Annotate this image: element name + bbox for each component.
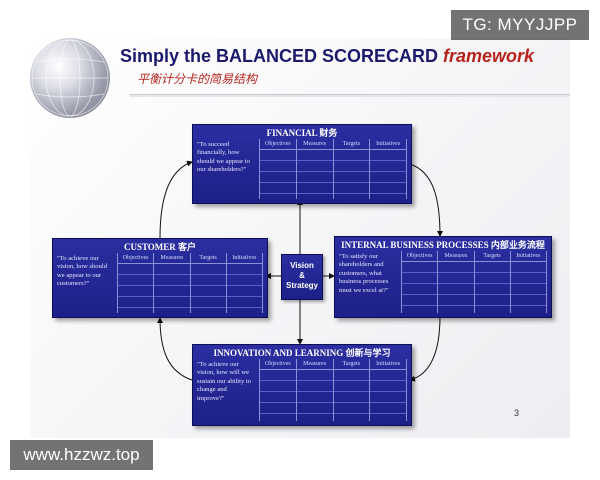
grid-column: Measures: [437, 251, 474, 313]
page-title: Simply the BALANCED SCORECARD framework: [120, 46, 535, 66]
column-header: Targets: [333, 139, 370, 150]
column-header: Initiatives: [226, 253, 262, 264]
financial-title: FINANCIAL 财务: [266, 128, 338, 138]
arc-financial-internal: [409, 163, 443, 237]
financial-question: "To succeed financially, how should we a…: [197, 141, 250, 174]
column-header: Initiatives: [370, 139, 406, 150]
column-header: Initiatives: [370, 359, 406, 370]
grid-column: Measures: [153, 253, 190, 313]
internal-process-grid: Objectives Measures Targets Initiatives: [401, 251, 547, 313]
column-header: Objectives: [118, 253, 154, 264]
page-number: 3: [514, 408, 520, 418]
strategy-label: Strategy: [285, 281, 318, 290]
grid-column: Initiatives: [369, 359, 407, 421]
grid-column: Targets: [332, 359, 370, 421]
internal-process-box: INTERNAL BUSINESS PROCESSES 内部业务流程 "To s…: [334, 236, 552, 318]
column-header: Targets: [474, 251, 510, 262]
arc-internal-learning: [409, 315, 441, 382]
column-header: Objectives: [260, 359, 296, 370]
grid-column: Measures: [295, 139, 333, 199]
column-header: Targets: [333, 359, 370, 370]
grid-column: Objectives: [117, 253, 154, 313]
financial-box: FINANCIAL 财务 "To succeed financially, ho…: [192, 124, 412, 204]
grid-column: Objectives: [259, 359, 296, 421]
grid-column: Initiatives: [369, 139, 407, 199]
grid-column: Initiatives: [225, 253, 263, 313]
learning-question: "To achieve our vision, how will we sust…: [197, 361, 252, 402]
customer-box: CUSTOMER 客户 "To achieve our vision, how …: [52, 238, 268, 318]
column-header: Measures: [154, 253, 190, 264]
grid-column: Initiatives: [509, 251, 547, 313]
arc-customer-financial: [159, 160, 193, 239]
internal-process-title: INTERNAL BUSINESS PROCESSES 内部业务流程: [341, 240, 545, 250]
grid-column: Targets: [332, 139, 370, 199]
learning-title: INNOVATION AND LEARNING 创新与学习: [213, 348, 391, 358]
customer-grid: Objectives Measures Targets Initiatives: [117, 253, 263, 313]
grid-column: Targets: [473, 251, 510, 313]
financial-grid: Objectives Measures Targets Initiatives: [259, 139, 407, 199]
customer-title: CUSTOMER 客户: [123, 242, 197, 252]
ampersand-label: &: [299, 271, 305, 280]
watermark-tg: TG: MYYJJPP: [451, 10, 589, 40]
column-header: Measures: [296, 139, 333, 150]
column-header: Objectives: [260, 139, 296, 150]
internal-process-question: "To satisfy our shareholders and custome…: [339, 253, 389, 294]
watermark-site: www.hzzwz.top: [10, 440, 153, 470]
column-header: Measures: [438, 251, 474, 262]
arc-learning-customer: [157, 317, 193, 381]
grid-column: Targets: [189, 253, 226, 313]
title-divider: [130, 94, 570, 97]
title-emphasis: framework: [443, 46, 535, 66]
grid-column: Objectives: [259, 139, 296, 199]
grid-column: Measures: [295, 359, 333, 421]
column-header: Targets: [190, 253, 226, 264]
page-subtitle: 平衡计分卡的简易结构: [137, 72, 258, 86]
grid-column: Objectives: [401, 251, 438, 313]
learning-box: INNOVATION AND LEARNING 创新与学习 "To achiev…: [192, 344, 412, 426]
column-header: Measures: [296, 359, 333, 370]
vision-strategy-hub: Vision & Strategy: [281, 254, 323, 300]
vision-label: Vision: [290, 261, 314, 270]
column-header: Objectives: [402, 251, 438, 262]
globe-logo: [30, 38, 110, 118]
learning-grid: Objectives Measures Targets Initiatives: [259, 359, 407, 421]
customer-question: "To achieve our vision, how should we ap…: [57, 255, 108, 288]
column-header: Initiatives: [510, 251, 546, 262]
